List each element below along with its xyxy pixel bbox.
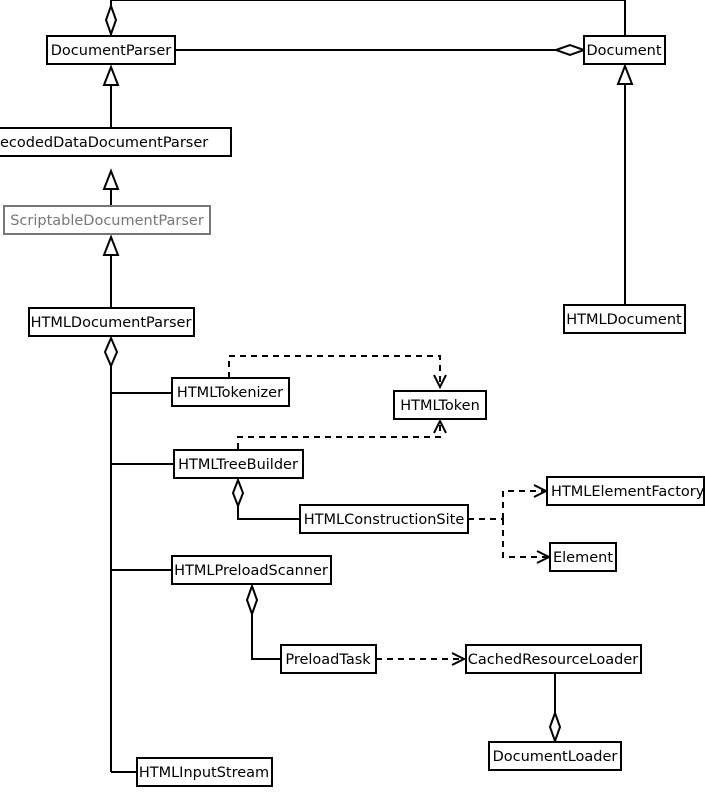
class-htmldocument[interactable]: HTMLDocument bbox=[563, 304, 686, 334]
class-label: Document bbox=[586, 43, 661, 59]
aggregation-diamond-preloadscanner bbox=[245, 583, 259, 617]
class-label: HTMLDocumentParser bbox=[31, 315, 192, 331]
class-htmltreebuilder[interactable]: HTMLTreeBuilder bbox=[173, 449, 304, 479]
class-label: HTMLTreeBuilder bbox=[178, 457, 298, 473]
dependency-arrow-cachedloader bbox=[451, 652, 467, 666]
class-label: HTMLTokenizer bbox=[177, 385, 283, 401]
dependency-to-element bbox=[502, 519, 549, 558]
class-label: DocumentLoader bbox=[493, 749, 618, 765]
class-preloadtask[interactable]: PreloadTask bbox=[280, 644, 377, 674]
dependency-to-elementfactory bbox=[502, 490, 546, 519]
class-label: CachedResourceLoader bbox=[468, 652, 638, 668]
class-label: Element bbox=[553, 550, 613, 566]
class-label: PreloadTask bbox=[285, 652, 371, 668]
inherit-triangle-decoded bbox=[102, 168, 120, 190]
dependency-arrow-token-bottom bbox=[433, 418, 447, 434]
class-decodeddatadocumentparser[interactable]: ecodedDataDocumentParser bbox=[0, 127, 232, 157]
class-label: ecodedDataDocumentParser bbox=[0, 135, 208, 151]
inherit-triangle-documentparser bbox=[102, 64, 120, 86]
aggregation-diamond-treebuilder bbox=[231, 477, 245, 509]
class-cachedresourceloader[interactable]: CachedResourceLoader bbox=[465, 644, 642, 674]
class-label: HTMLDocument bbox=[566, 312, 682, 328]
class-htmlpreloadscanner[interactable]: HTMLPreloadScanner bbox=[171, 555, 332, 585]
class-label: HTMLElementFactory bbox=[551, 484, 705, 500]
class-label: DocumentParser bbox=[51, 43, 172, 59]
class-htmlinputstream[interactable]: HTMLInputStream bbox=[136, 757, 273, 787]
edge-preloadscanner-preloadtask bbox=[251, 614, 281, 660]
class-htmltokenizer[interactable]: HTMLTokenizer bbox=[171, 377, 290, 407]
inherit-triangle-scriptable bbox=[102, 234, 120, 256]
class-htmlconstructionsite[interactable]: HTMLConstructionSite bbox=[299, 504, 469, 534]
class-label: ScriptableDocumentParser bbox=[10, 213, 204, 229]
dependency-tokenizer-token bbox=[228, 355, 441, 386]
class-htmlelementfactory[interactable]: HTMLElementFactory bbox=[546, 476, 705, 506]
edge-treebuilder-constructionsite bbox=[237, 506, 300, 520]
dependency-treebuilder-token bbox=[237, 424, 441, 449]
dependency-arrow-token-top bbox=[433, 374, 447, 390]
class-htmldocumentparser[interactable]: HTMLDocumentParser bbox=[28, 307, 195, 337]
aggregation-diamond-cachedloader bbox=[548, 710, 562, 744]
class-document[interactable]: Document bbox=[583, 35, 666, 65]
edge-documentparser-document-top bbox=[110, 0, 626, 36]
aggregation-diamond-htmldocumentparser bbox=[103, 335, 119, 369]
class-htmltoken[interactable]: HTMLToken bbox=[393, 390, 487, 420]
class-scriptabledocumentparser[interactable]: ScriptableDocumentParser bbox=[3, 205, 211, 235]
class-label: HTMLPreloadScanner bbox=[174, 563, 328, 579]
aggregation-diamond-documentparser-top bbox=[104, 3, 118, 37]
class-documentparser[interactable]: DocumentParser bbox=[46, 35, 176, 65]
class-label: HTMLInputStream bbox=[139, 765, 269, 781]
aggregation-diamond-document bbox=[553, 43, 587, 57]
class-element[interactable]: Element bbox=[549, 542, 617, 572]
inherit-triangle-document bbox=[616, 63, 634, 85]
class-label: HTMLConstructionSite bbox=[304, 512, 465, 528]
class-documentloader[interactable]: DocumentLoader bbox=[488, 741, 622, 771]
class-label: HTMLToken bbox=[400, 398, 480, 414]
